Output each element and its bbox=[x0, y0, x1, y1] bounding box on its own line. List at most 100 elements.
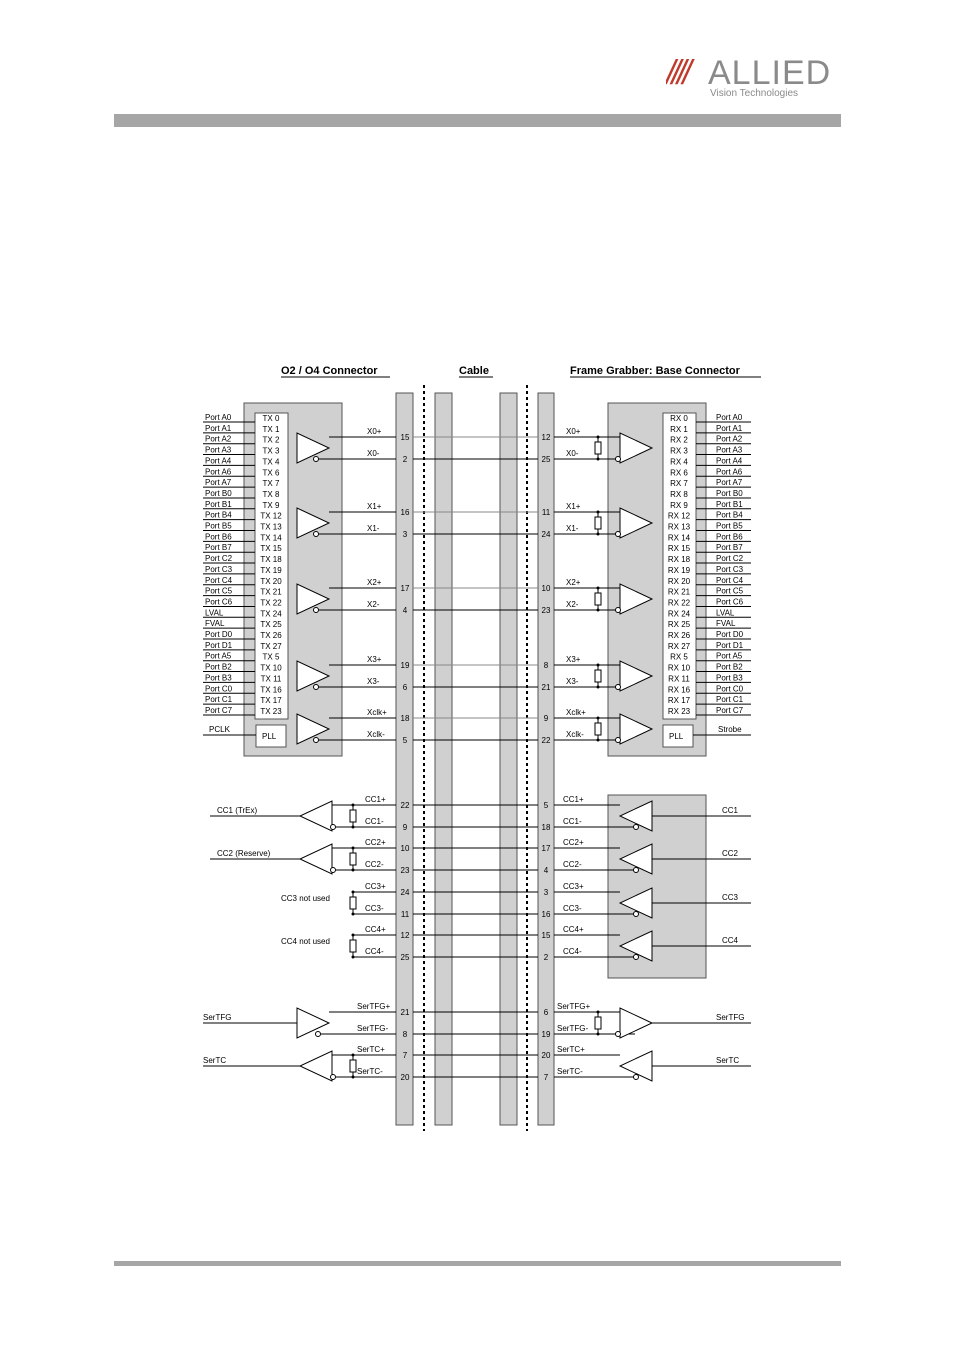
ser-right-label: SerTFG bbox=[716, 1013, 744, 1022]
signal-plus: CC1+ bbox=[563, 795, 584, 804]
right-pin-strip bbox=[537, 392, 555, 1126]
driver-triangle bbox=[619, 1007, 654, 1039]
rx-label: RX 21 bbox=[668, 588, 691, 597]
inverter-bubble bbox=[615, 684, 621, 690]
port-label-right: Port B6 bbox=[716, 532, 743, 541]
pin-number: 2 bbox=[403, 455, 408, 464]
port-label-left: Port C0 bbox=[205, 684, 233, 693]
pin-number: 17 bbox=[542, 844, 551, 853]
logo-slashes: //// bbox=[666, 54, 695, 92]
rx-label: RX 0 bbox=[670, 414, 688, 423]
signal-plus: SerTC+ bbox=[557, 1045, 585, 1054]
driver-triangle bbox=[298, 800, 333, 832]
inverter-bubble bbox=[615, 607, 621, 613]
port-label-left: Port D0 bbox=[205, 630, 233, 639]
signal-plus: CC3+ bbox=[365, 882, 386, 891]
termination-resistor bbox=[594, 516, 602, 530]
port-label-left: Port C6 bbox=[205, 597, 233, 606]
header-bar bbox=[114, 114, 841, 127]
tx-label: TX 6 bbox=[263, 468, 280, 477]
port-label-left: Port C2 bbox=[205, 554, 233, 563]
signal-minus: X2- bbox=[367, 600, 380, 609]
rx-label: RX 24 bbox=[668, 609, 691, 618]
header-middle: Cable bbox=[459, 365, 489, 377]
rx-label: RX 6 bbox=[670, 468, 688, 477]
port-label-right: Port A1 bbox=[716, 424, 743, 433]
pin-number: 10 bbox=[401, 844, 410, 853]
termination-resistor bbox=[594, 441, 602, 455]
pin-number: 10 bbox=[542, 584, 551, 593]
tx-label: TX 17 bbox=[260, 696, 282, 705]
driver-triangle bbox=[619, 507, 654, 539]
tx-label: TX 7 bbox=[263, 479, 280, 488]
driver-triangle bbox=[619, 713, 654, 745]
inverter-bubble bbox=[615, 737, 621, 743]
pin-number: 7 bbox=[544, 1073, 549, 1082]
pin-number: 11 bbox=[542, 508, 551, 517]
port-label-right: Port C2 bbox=[716, 554, 744, 563]
signal-plus: CC2+ bbox=[365, 838, 386, 847]
cc-left-label: CC1 (TrEx) bbox=[217, 806, 257, 815]
port-label-left: Port B0 bbox=[205, 489, 232, 498]
pin-number: 4 bbox=[544, 866, 549, 875]
tx-label: TX 8 bbox=[263, 490, 280, 499]
signal-plus: SerTC+ bbox=[357, 1045, 385, 1054]
port-label-left: Port B5 bbox=[205, 522, 232, 531]
port-label-right: Port A5 bbox=[716, 652, 743, 661]
port-label-left: Port C1 bbox=[205, 695, 233, 704]
ser-left-label: SerTC bbox=[203, 1056, 226, 1065]
inverter-bubble bbox=[615, 1031, 621, 1037]
inverter-bubble bbox=[615, 531, 621, 537]
signal-minus: X1- bbox=[367, 524, 380, 533]
signal-minus: X3- bbox=[367, 677, 380, 686]
rx-label: RX 1 bbox=[670, 425, 688, 434]
rx-label: RX 5 bbox=[670, 653, 688, 662]
termination-resistor bbox=[594, 592, 602, 606]
tx-label: TX 9 bbox=[263, 501, 280, 510]
termination-resistor bbox=[594, 669, 602, 683]
driver-triangle bbox=[296, 432, 331, 464]
tx-label: TX 23 bbox=[260, 707, 282, 716]
inverter-bubble bbox=[330, 867, 336, 873]
port-label-left: Port B4 bbox=[205, 511, 232, 520]
inverter-bubble bbox=[330, 1074, 336, 1080]
signal-plus: CC1+ bbox=[365, 795, 386, 804]
tx-label: TX 16 bbox=[260, 685, 282, 694]
signal-plus: X0+ bbox=[367, 427, 382, 436]
header-left: O2 / O4 Connector bbox=[281, 365, 378, 377]
signal-minus: CC3- bbox=[365, 904, 384, 913]
tx-label: TX 20 bbox=[260, 577, 282, 586]
port-label-left: Port B6 bbox=[205, 532, 232, 541]
signal-plus: SerTFG+ bbox=[557, 1002, 590, 1011]
header-right: Frame Grabber: Base Connector bbox=[570, 365, 741, 377]
inverter-bubble bbox=[313, 684, 319, 690]
pin-number: 18 bbox=[401, 714, 410, 723]
signal-minus: X0- bbox=[566, 449, 579, 458]
signal-plus: X3+ bbox=[367, 655, 382, 664]
rx-label: RX 19 bbox=[668, 566, 691, 575]
cable-strip-right bbox=[499, 392, 518, 1126]
rx-label: RX 20 bbox=[668, 577, 691, 586]
pin-number: 12 bbox=[401, 931, 410, 940]
port-label-left: Port B2 bbox=[205, 663, 232, 672]
pin-number: 7 bbox=[403, 1051, 408, 1060]
signal-minus: X2- bbox=[566, 600, 579, 609]
pin-number: 21 bbox=[542, 683, 551, 692]
rx-label: RX 14 bbox=[668, 533, 691, 542]
port-label-left: Port B7 bbox=[205, 543, 232, 552]
pin-number: 24 bbox=[401, 888, 410, 897]
signal-minus: SerTFG- bbox=[357, 1024, 388, 1033]
port-label-right: FVAL bbox=[716, 619, 736, 628]
tx-label: TX 25 bbox=[260, 620, 282, 629]
pin-number: 23 bbox=[542, 606, 551, 615]
tx-label: TX 0 bbox=[263, 414, 280, 423]
signal-minus: SerTC- bbox=[357, 1067, 383, 1076]
inverter-bubble bbox=[313, 531, 319, 537]
port-label-right: Port D0 bbox=[716, 630, 744, 639]
termination-resistor bbox=[349, 1059, 357, 1073]
pin-number: 3 bbox=[544, 888, 549, 897]
pin-number: 8 bbox=[544, 661, 549, 670]
port-label-left: Port B3 bbox=[205, 673, 232, 682]
left-pin-strip bbox=[395, 392, 414, 1126]
driver-triangle bbox=[296, 507, 331, 539]
